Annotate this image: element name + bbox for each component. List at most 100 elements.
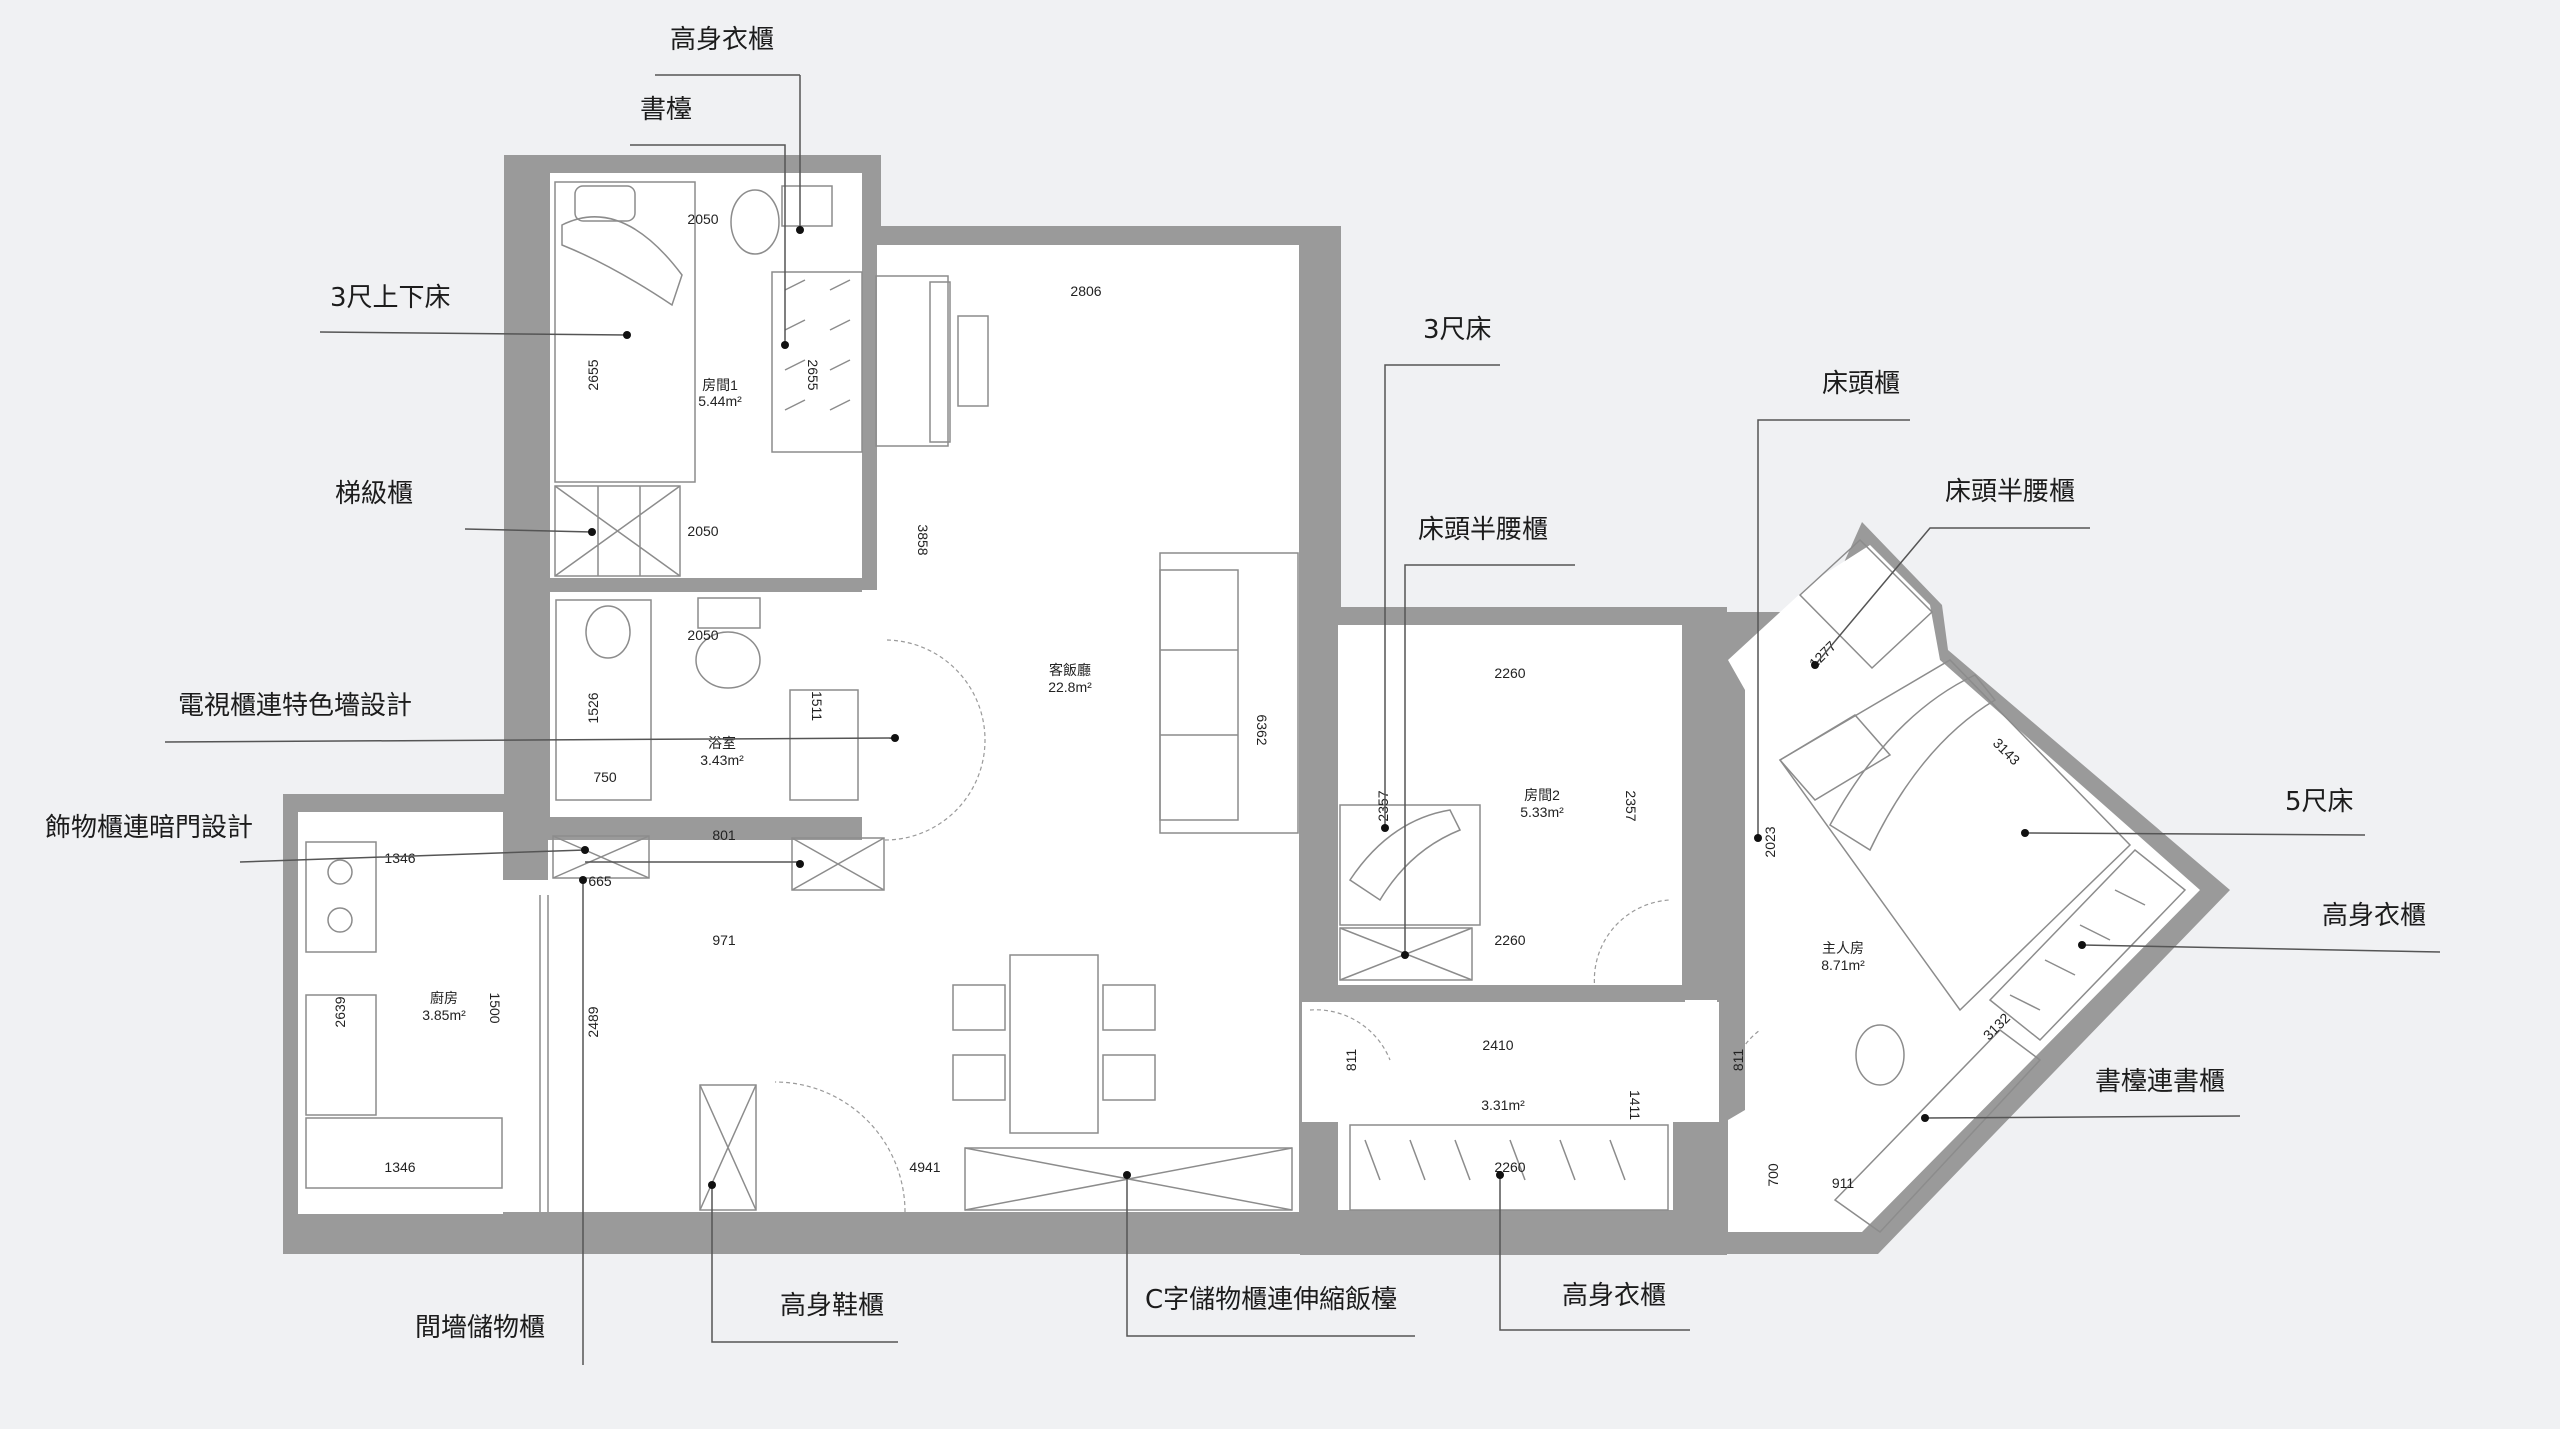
label-tall-wardrobe-bottom: 高身衣櫃 <box>1562 1281 1666 1311</box>
dim-2806: 2806 <box>1070 283 1101 299</box>
dim-811a: 811 <box>1343 1049 1359 1072</box>
label-tall-wardrobe-top: 高身衣櫃 <box>670 25 774 55</box>
label-tv-cabinet: 電視櫃連特色墻設計 <box>178 691 412 721</box>
bath-name: 浴室 <box>708 735 736 751</box>
dot-tall-wardrobe-right <box>2078 941 2086 949</box>
tv-panel <box>929 281 951 443</box>
dining-table <box>1009 954 1099 1134</box>
label-bedside-cabinet: 床頭櫃 <box>1822 369 1900 399</box>
floor-corridor-link <box>1685 1000 1717 1120</box>
chair-l1 <box>952 984 1006 1031</box>
leader-bedside-half-l <box>1404 564 1575 955</box>
c-storage-x <box>964 1147 1293 1211</box>
dim-1411: 1411 <box>1627 1090 1643 1120</box>
leader-bunk-bed <box>319 331 628 336</box>
corridor-wardrobe <box>1349 1124 1669 1211</box>
bath-area: 3.43m² <box>700 752 744 768</box>
shoe-cabinet-x <box>699 1084 757 1211</box>
dim-2655a: 2655 <box>585 359 601 390</box>
dim-1526: 1526 <box>585 692 601 723</box>
floor-living-bottom <box>548 840 1299 1212</box>
dot-partition <box>579 876 587 884</box>
dim-2023: 2023 <box>1762 826 1778 857</box>
dot-desk <box>781 341 789 349</box>
dot-bedside-half-l <box>1401 951 1409 959</box>
door-bath <box>884 639 986 841</box>
dim-2050a: 2050 <box>687 211 718 227</box>
tv-cabinet <box>875 275 949 447</box>
basin <box>585 605 631 659</box>
chair-room1 <box>730 189 780 255</box>
fixtures <box>305 181 2187 1233</box>
leader-tv-cabinet <box>164 737 896 743</box>
bathtub <box>555 599 652 801</box>
leader-bedside <box>1757 419 1910 838</box>
master-area: 8.71m² <box>1821 957 1865 973</box>
floor-bath <box>550 592 862 817</box>
leader-tall-wardrobe-top <box>655 74 801 230</box>
stove-1 <box>327 859 353 885</box>
dot-queen-bed <box>2021 829 2029 837</box>
bay-window-cabinet <box>1798 538 1934 670</box>
room2-area: 5.33m² <box>1520 804 1564 820</box>
door-room2 <box>1593 899 1671 991</box>
room2-name: 房間2 <box>1524 787 1560 803</box>
c-storage <box>964 1147 1293 1211</box>
leaders <box>164 74 2441 1365</box>
leader-queen-bed <box>2024 832 2366 836</box>
leader-stair-cabinet <box>464 528 593 533</box>
bedside-half-cabinet-l <box>1339 927 1473 981</box>
kitchen-counter-top <box>305 841 377 953</box>
label-stair-cabinet: 梯級櫃 <box>335 479 413 509</box>
bunk-bed <box>554 181 696 483</box>
chair-l2 <box>952 1054 1006 1101</box>
dim-2050c: 2050 <box>687 627 718 643</box>
room1-area: 5.44m² <box>698 393 742 409</box>
label-partition-storage: 間墻儲物櫃 <box>415 1313 545 1343</box>
room-labels: 房間1 5.44m² 浴室 3.43m² 廚房 3.85m² 客飯廳 22.8m… <box>422 377 1865 1113</box>
dot-bunk-bed <box>623 331 631 339</box>
dot-bedside <box>1754 834 1762 842</box>
sofa-seat <box>1159 569 1239 821</box>
toilet-tank <box>697 597 761 629</box>
hangers-room1 <box>784 279 851 411</box>
leader-tall-wardrobe-bottom <box>1499 1175 1690 1331</box>
label-bunk-bed: 3尺上下床 <box>330 283 451 313</box>
kitchen-sink <box>305 994 377 1116</box>
floor-entry <box>500 880 550 1212</box>
door-entry <box>774 1081 906 1213</box>
master-hangers <box>2009 889 2146 1011</box>
tv-screen <box>957 315 989 407</box>
dim-700: 700 <box>1765 1163 1781 1187</box>
dot-display-cabinet-2 <box>796 860 804 868</box>
leader-tall-wardrobe-right <box>2081 944 2441 953</box>
callouts: 高身衣櫃 書檯 3尺上下床 梯級櫃 電視櫃連特色墻設計 飾物櫃連暗門設計 間墻儲… <box>45 25 2426 1343</box>
shower-bench <box>789 689 859 801</box>
floor-master <box>1728 545 2200 1232</box>
stair-cabinet-x <box>554 485 681 577</box>
living-area: 22.8m² <box>1048 679 1092 695</box>
single-bed-blanket <box>1348 809 1462 902</box>
kitchen-name: 廚房 <box>430 990 458 1006</box>
leader-c-storage <box>1126 1175 1415 1337</box>
label-queen-bed: 5尺床 <box>2285 787 2354 817</box>
dim-2260c: 2260 <box>1494 1159 1525 1175</box>
chair-r2 <box>1102 1054 1156 1101</box>
dot-c-storage <box>1123 1171 1131 1179</box>
dim-2357b: 2357 <box>1623 790 1639 821</box>
floor-corridor-low <box>1338 1118 1673 1210</box>
floor-corridor <box>1302 1002 1719 1122</box>
leader-display-cabinet <box>239 849 586 863</box>
dot-single-bed <box>1381 824 1389 832</box>
label-desk: 書檯 <box>640 95 692 125</box>
floor-room1 <box>550 173 862 578</box>
dim-2260a: 2260 <box>1494 665 1525 681</box>
wardrobe-room1 <box>771 271 863 453</box>
desk-room1 <box>781 185 833 227</box>
leader-desk <box>630 144 786 345</box>
dim-4941: 4941 <box>909 1159 940 1175</box>
dot-shoe <box>708 1181 716 1189</box>
label-c-storage: C字儲物櫃連伸縮飯檯 <box>1145 1285 1397 1315</box>
kitchen-counter-bottom <box>305 1117 503 1189</box>
